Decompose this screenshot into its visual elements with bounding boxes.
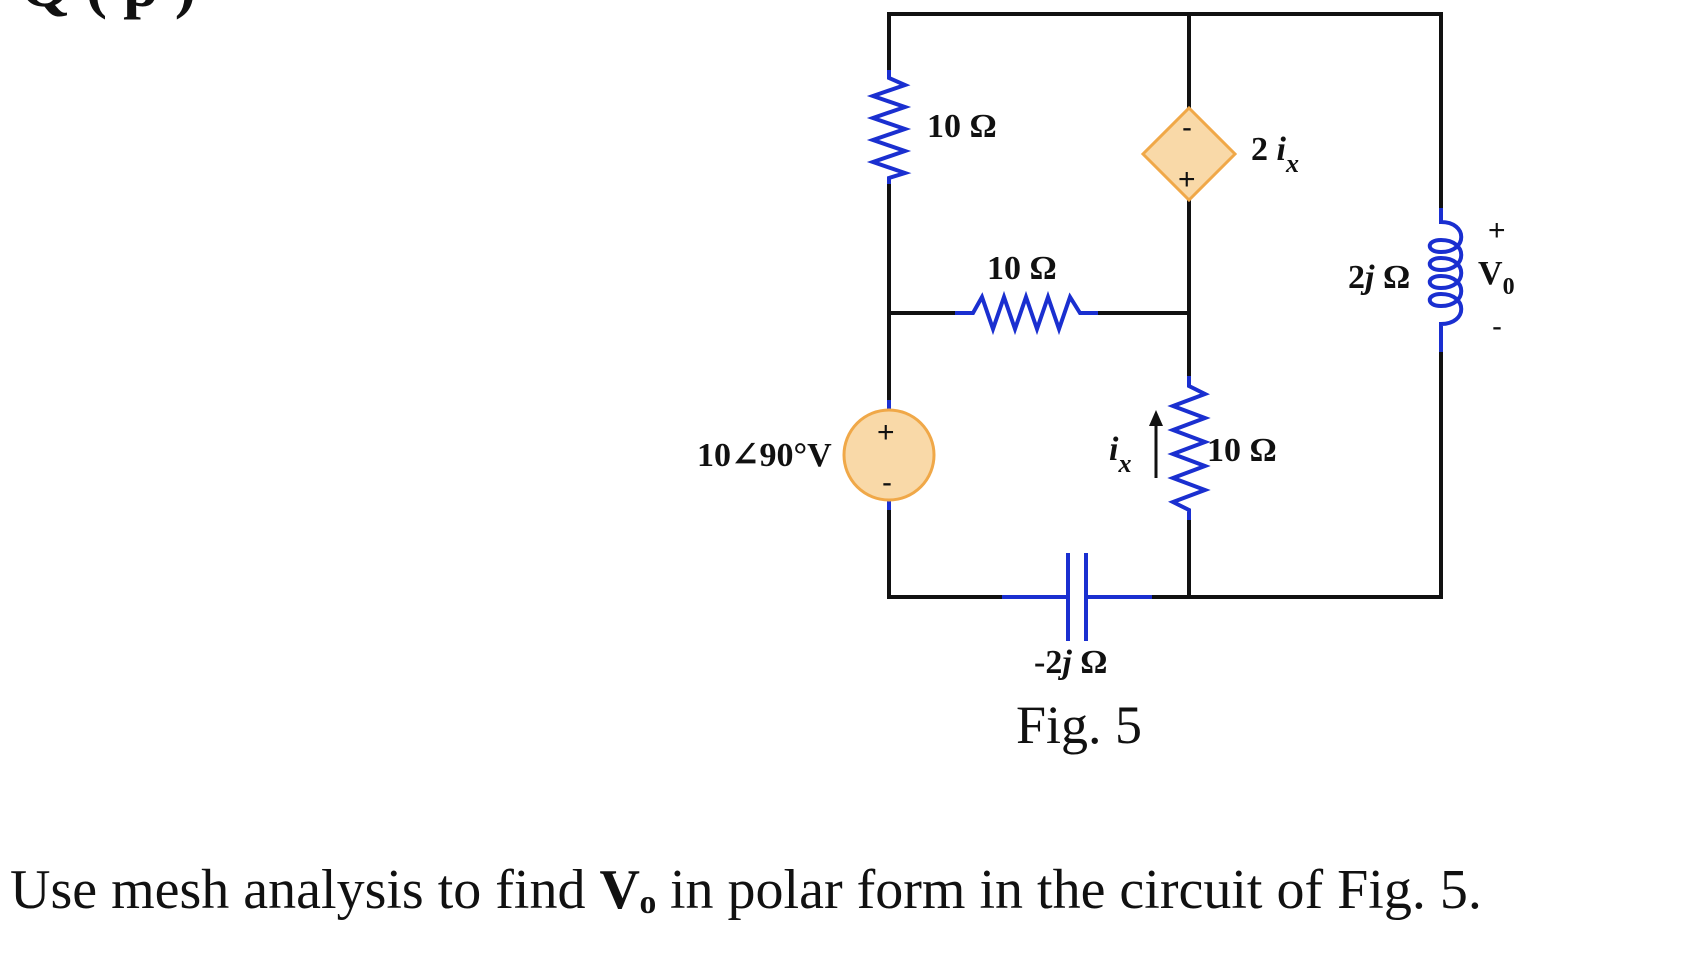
dependent-source-diamond xyxy=(1140,105,1238,203)
capacitor-label: -2j Ω xyxy=(1034,644,1108,681)
capacitor xyxy=(1002,553,1152,641)
voltage-source-minus: - xyxy=(882,466,892,499)
current-label: ix xyxy=(1109,431,1131,478)
resistor-center xyxy=(1167,376,1211,520)
output-label: V0 xyxy=(1478,255,1515,300)
question-post: in polar form in the circuit of Fig. 5. xyxy=(655,859,1482,921)
output-minus: - xyxy=(1492,310,1502,343)
resistor-middle xyxy=(955,290,1098,336)
inductor xyxy=(1427,208,1464,352)
dependent-source-label: 2 ix xyxy=(1251,131,1299,178)
resistor-top-left-label: 10 Ω xyxy=(927,108,997,145)
resistor-top-left xyxy=(866,70,912,184)
output-plus: + xyxy=(1488,214,1506,247)
resistor-center-label: 10 Ω xyxy=(1207,432,1277,469)
voltage-source-label: 10∠90°V xyxy=(697,437,832,474)
inductor-label: 2j Ω xyxy=(1348,259,1410,296)
figure-caption: Fig. 5 xyxy=(1016,695,1142,755)
heading-fragment: Q ( p ) xyxy=(20,0,196,20)
current-arrow xyxy=(1149,410,1163,478)
resistor-middle-label: 10 Ω xyxy=(987,250,1057,287)
voltage-source-plus: + xyxy=(877,416,895,449)
dependent-source-minus: - xyxy=(1182,111,1192,144)
dependent-source-plus: + xyxy=(1178,163,1196,196)
wires xyxy=(887,12,1443,599)
dependent-voltage-source: - + xyxy=(1140,105,1238,203)
voltage-source: + - xyxy=(842,400,936,510)
question-text: Use mesh analysis to find Vₒ in polar fo… xyxy=(10,858,1482,922)
question-bold: Vₒ xyxy=(599,859,656,921)
question-pre: Use mesh analysis to find xyxy=(10,859,600,921)
voltage-source-circle xyxy=(842,408,936,502)
